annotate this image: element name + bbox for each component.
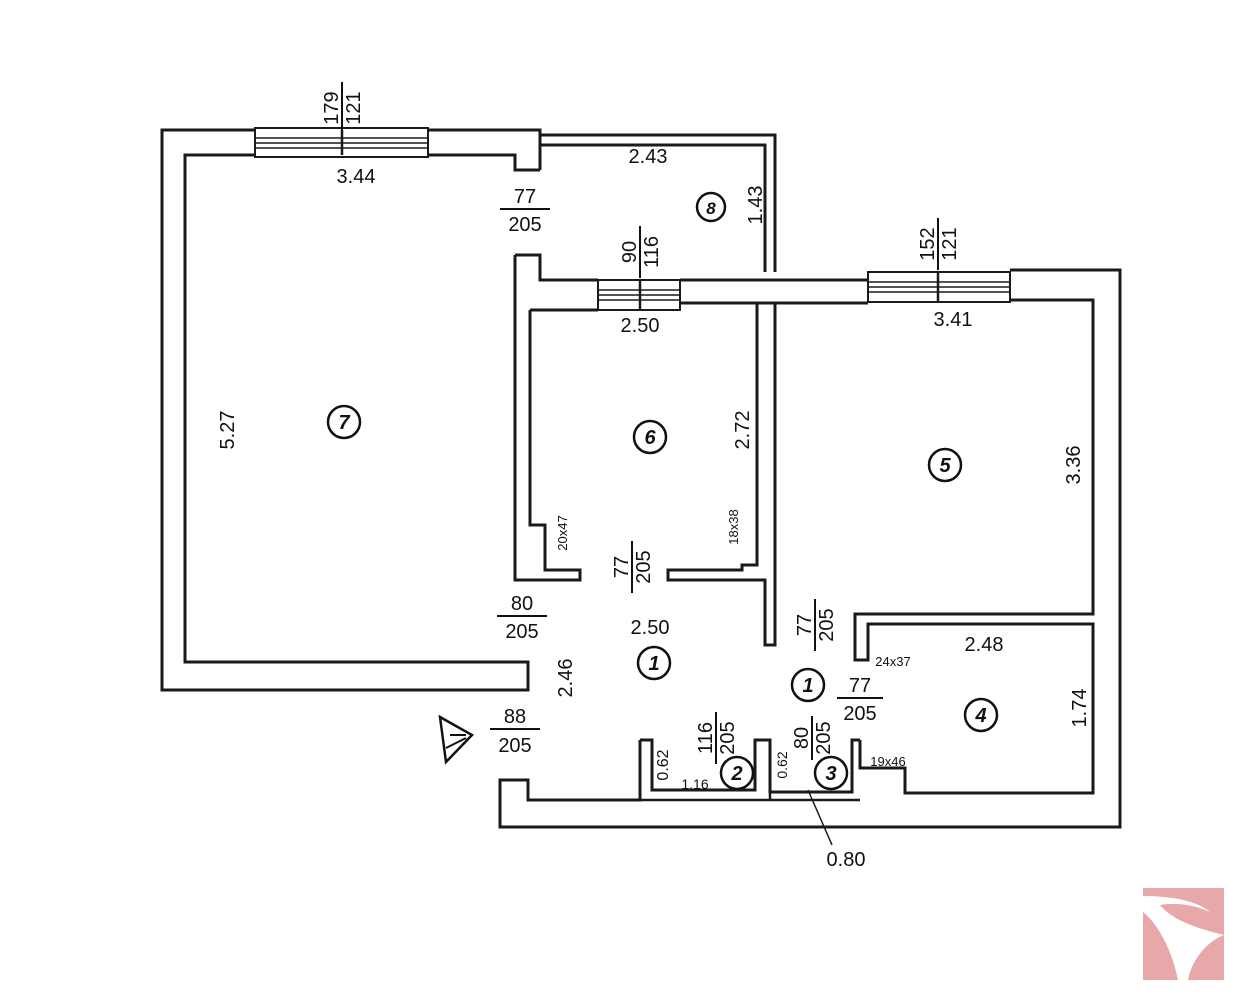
brand-logo-icon bbox=[1143, 888, 1224, 980]
hall-length-label: 2.46 bbox=[555, 659, 577, 698]
niche-room4-top: 24x37 bbox=[875, 654, 910, 669]
door3-height: 205 bbox=[813, 721, 835, 754]
niche-room4-bottom: 19x46 bbox=[870, 754, 905, 769]
room7-length-label: 5.27 bbox=[217, 411, 239, 450]
window5-label: 152 121 bbox=[917, 218, 961, 270]
room-number-7: 7 bbox=[326, 404, 362, 440]
room5-outer-wall bbox=[498, 268, 1122, 829]
room5-width-label: 3.41 bbox=[934, 309, 973, 331]
room8-width-label: 2.43 bbox=[629, 146, 668, 168]
niche-room6-left: 20x47 bbox=[555, 515, 570, 550]
entrance-arrow-icon bbox=[438, 714, 475, 765]
room-number-1-corridor: 1 bbox=[790, 667, 826, 703]
room4-length-label: 1.74 bbox=[1069, 689, 1091, 728]
room8-wall bbox=[540, 133, 777, 272]
room-number-4: 4 bbox=[963, 697, 999, 733]
door6-width: 77 bbox=[611, 556, 633, 578]
door4-width: 77 bbox=[849, 675, 871, 697]
room7-outer-wall-top-right bbox=[428, 128, 542, 170]
entry-door-label: 88 205 bbox=[490, 706, 540, 757]
room-number-3: 3 bbox=[813, 755, 849, 791]
door4-label: 77 205 bbox=[837, 675, 883, 725]
room6-right-wall bbox=[666, 303, 777, 647]
room5-inner-wall bbox=[853, 298, 1095, 795]
door6-label: 77 205 bbox=[611, 541, 655, 593]
room7-outer-wall bbox=[160, 128, 500, 692]
room7-width-label: 3.44 bbox=[337, 166, 376, 188]
room-number-1-corridor-text: 1 bbox=[802, 675, 813, 697]
door5-label: 77 205 bbox=[794, 599, 838, 651]
door2-height: 205 bbox=[717, 721, 739, 754]
room8-inner-wall bbox=[540, 143, 767, 272]
window6-width: 90 bbox=[619, 241, 641, 263]
window5-height: 121 bbox=[939, 227, 961, 260]
room6-left-wall bbox=[513, 255, 582, 582]
room-number-8-text: 8 bbox=[706, 199, 716, 218]
room-number-6: 6 bbox=[632, 419, 668, 455]
bath2-wall bbox=[640, 738, 860, 794]
window7-width: 179 bbox=[321, 91, 343, 124]
door7-width: 80 bbox=[511, 593, 533, 615]
window5-width: 152 bbox=[917, 227, 939, 260]
room-number-6-text: 6 bbox=[644, 427, 656, 449]
door2-label: 116 205 bbox=[695, 712, 739, 764]
window6-height: 116 bbox=[641, 236, 663, 268]
room7-inner-wall-top-right bbox=[428, 153, 540, 172]
room7-inner-wall bbox=[183, 153, 530, 692]
entry-door-width: 88 bbox=[504, 706, 526, 728]
room-number-7-text: 7 bbox=[338, 412, 350, 434]
walls bbox=[160, 128, 1122, 829]
room-number-4-text: 4 bbox=[974, 705, 986, 727]
room3-width-label: 0.80 bbox=[827, 849, 866, 871]
door8-label: 77 205 bbox=[500, 186, 550, 236]
room-number-1-hall: 1 bbox=[636, 645, 672, 681]
window7-label: 179 121 bbox=[321, 82, 365, 134]
room-number-5-text: 5 bbox=[939, 455, 951, 477]
door3-label: 80 205 bbox=[791, 716, 835, 760]
room-number-2: 2 bbox=[719, 755, 755, 791]
room-number-5: 5 bbox=[927, 447, 963, 483]
room5-length-label: 3.36 bbox=[1063, 446, 1085, 485]
door6-height: 205 bbox=[633, 550, 655, 583]
hall-width-label: 2.50 bbox=[631, 617, 670, 639]
room2-length-label: 0.62 bbox=[655, 749, 672, 780]
room2-width-label: 1.16 bbox=[681, 776, 708, 792]
door8-width: 77 bbox=[514, 186, 536, 208]
room-number-8: 8 bbox=[695, 191, 727, 223]
door4-height: 205 bbox=[843, 703, 876, 725]
window6-label: 90 116 bbox=[619, 226, 663, 278]
room3-width-leader bbox=[807, 789, 833, 846]
room8-left-wall bbox=[515, 253, 598, 282]
room4-width-label: 2.48 bbox=[965, 634, 1004, 656]
door5-width: 77 bbox=[794, 614, 816, 636]
room6-length-label: 2.72 bbox=[732, 411, 754, 450]
door3-width: 80 bbox=[791, 727, 813, 749]
door7-label: 80 205 bbox=[497, 593, 547, 643]
room8-length-label: 1.43 bbox=[745, 186, 767, 225]
room-number-3-text: 3 bbox=[825, 763, 836, 785]
window7-height: 121 bbox=[343, 91, 365, 124]
room6-width-label: 2.50 bbox=[621, 315, 660, 337]
door7-height: 205 bbox=[505, 621, 538, 643]
room3-length-label: 0.62 bbox=[774, 751, 790, 778]
niche-room6-right: 18x38 bbox=[726, 509, 741, 544]
door2-width: 116 bbox=[695, 722, 717, 754]
door5-height: 205 bbox=[816, 608, 838, 641]
entry-door-height: 205 bbox=[498, 735, 531, 757]
door8-height: 205 bbox=[508, 214, 541, 236]
room-number-1-hall-text: 1 bbox=[648, 653, 659, 675]
room-number-2-text: 2 bbox=[730, 763, 742, 785]
